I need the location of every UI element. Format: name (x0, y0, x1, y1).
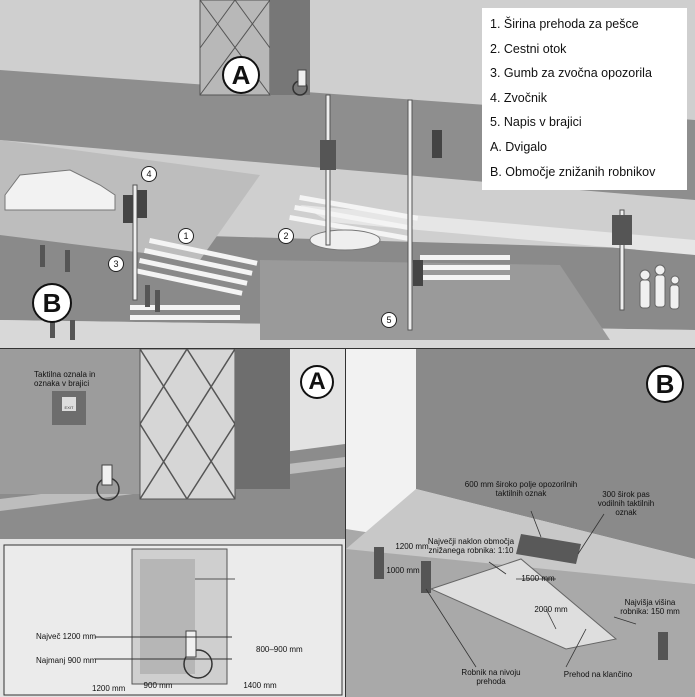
tactile-field-600: 600 mm široko polje opozorilnih taktilni… (464, 480, 578, 498)
marker-4: 4 (141, 166, 157, 182)
marker-3: 3 (108, 256, 124, 272)
legend-item: 2. Cestni otok (490, 41, 567, 56)
curb-level-label: Robnik na nivoju prehoda (461, 668, 521, 686)
dim-1200: 1200 mm (92, 684, 126, 693)
curb-ramp-illustration (346, 349, 695, 697)
legend: 1. Širina prehoda za pešce 2. Cestni oto… (482, 8, 687, 191)
dim-900: 900 mm (143, 681, 173, 690)
dim-min-900: Najmanj 900 mm (36, 656, 97, 665)
exit-sign: EXIT (64, 405, 74, 410)
dim-bollard-1000: 1000 mm (386, 566, 420, 575)
dim-800-900: 800–900 mm (256, 645, 303, 654)
elevator-illustration (0, 349, 345, 697)
marker-5: 5 (381, 312, 397, 328)
marker-1: 1 (178, 228, 194, 244)
dim-2000: 2000 mm (534, 605, 568, 614)
legend-item: A. Dvigalo (490, 139, 547, 154)
tactile-sign-label: Taktilna oznala in oznaka v brajici (34, 370, 96, 388)
dim-1400: 1400 mm (243, 681, 277, 690)
max-slope-label: Največji naklon območja znižanega robnik… (427, 537, 515, 555)
divider-horizontal (0, 348, 695, 349)
legend-item: B. Območje znižanih robnikov (490, 164, 656, 179)
max-curb-height: Najvišja višina robnika: 150 mm (620, 598, 680, 616)
dim-bollard-1200: 1200 mm (395, 542, 429, 551)
marker-2: 2 (278, 228, 294, 244)
dim-1500: 1500 mm (521, 574, 555, 583)
divider-vertical (345, 349, 346, 697)
dim-max-1200: Največ 1200 mm (36, 632, 97, 641)
panel-b-badge: B (646, 365, 684, 403)
legend-item: 1. Širina prehoda za pešce (490, 17, 639, 31)
legend-item: 5. Napis v brajici (490, 115, 582, 130)
crossing-ramp-label: Prehod na klančino (563, 670, 633, 679)
panel-a-badge: A (300, 365, 334, 399)
legend-item: 4. Zvočnik (490, 90, 547, 105)
tactile-strip-300: 300 širok pas vodilnih taktilnih oznak (597, 490, 655, 517)
legend-item: 3. Gumb za zvočna opozorila (490, 66, 652, 81)
marker-b-top: B (32, 283, 72, 323)
marker-a-top: A (222, 56, 260, 94)
